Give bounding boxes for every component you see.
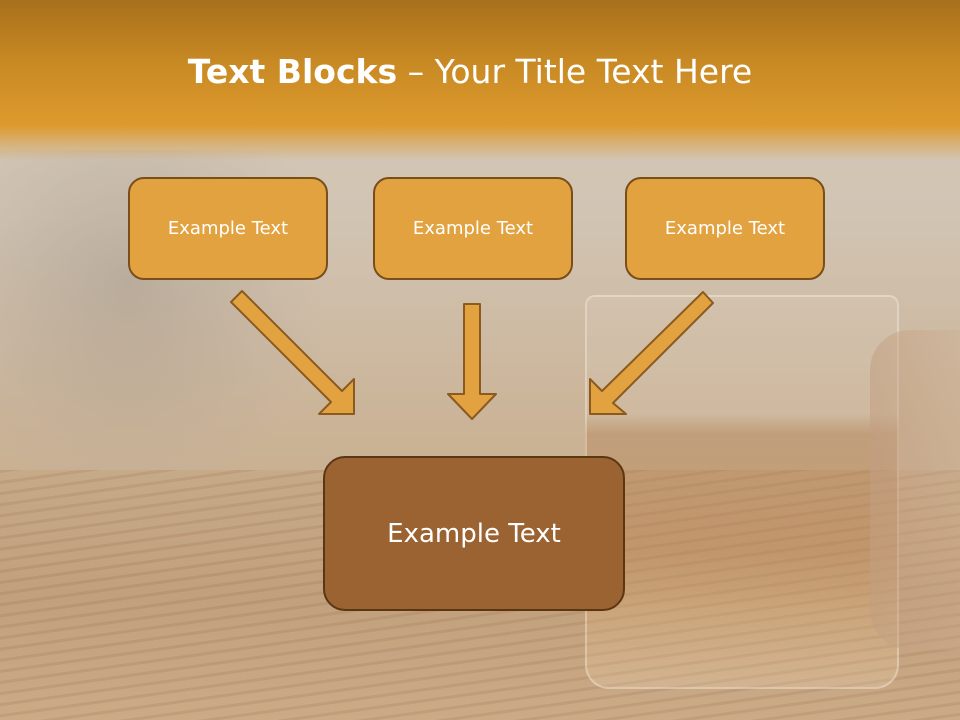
title-bold-part: Text Blocks — [187, 52, 398, 91]
text-block-1-label: Example Text — [167, 218, 289, 239]
arrow-center-down — [447, 303, 497, 420]
slide-title: Text Blocks – Your Title Text Here — [0, 52, 940, 91]
text-block-2[interactable]: Example Text — [373, 177, 573, 280]
arrow-left-diagonal — [230, 290, 355, 415]
title-band — [0, 0, 960, 160]
title-rest-part: Your Title Text Here — [434, 52, 753, 91]
text-block-result-label: Example Text — [387, 518, 561, 549]
arrow-right-diagonal — [589, 291, 714, 415]
title-dash: – — [397, 52, 435, 91]
text-block-2-label: Example Text — [412, 218, 534, 239]
text-block-3[interactable]: Example Text — [625, 177, 825, 280]
text-block-3-label: Example Text — [664, 218, 786, 239]
background-hand — [870, 330, 960, 650]
text-block-result[interactable]: Example Text — [323, 456, 625, 611]
text-block-1[interactable]: Example Text — [128, 177, 328, 280]
